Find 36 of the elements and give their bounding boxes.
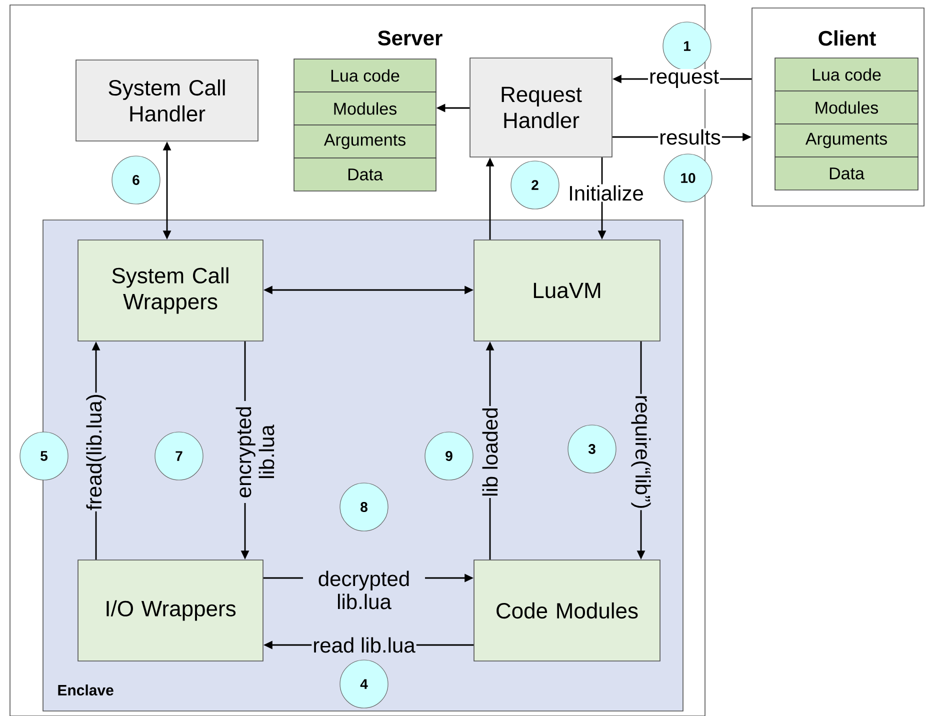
edge-label: Initialize bbox=[567, 184, 645, 202]
table-cell: Lua code bbox=[774, 58, 918, 92]
process-box: LuaVM bbox=[474, 240, 660, 342]
edge-label: request bbox=[648, 69, 720, 89]
step-number: 2 bbox=[510, 160, 560, 210]
table-cell: Data bbox=[774, 156, 918, 190]
table-cell: Modules bbox=[294, 92, 436, 126]
step-number: 8 bbox=[340, 482, 388, 532]
edge-label: require(“lib”) bbox=[630, 394, 652, 510]
table-cell: Modules bbox=[774, 90, 918, 124]
step-number: 4 bbox=[340, 660, 388, 708]
edge-label: lib loaded bbox=[481, 406, 499, 498]
step-number: 5 bbox=[20, 432, 68, 480]
edge-label: fread(lib.lua) bbox=[85, 392, 107, 512]
table-cell: Data bbox=[294, 158, 436, 192]
step-number: 1 bbox=[662, 22, 712, 70]
edge-label: decrypted lib.lua bbox=[303, 570, 425, 610]
step-number: 7 bbox=[154, 432, 204, 480]
table-cell: Lua code bbox=[294, 58, 436, 92]
step-number: 6 bbox=[112, 156, 160, 204]
region-label: Enclave bbox=[58, 684, 114, 696]
process-box: I/O Wrappers bbox=[78, 560, 264, 662]
handler-box: Request Handler bbox=[470, 58, 612, 158]
edge-label: read lib.lua bbox=[312, 636, 416, 654]
process-box: Code Modules bbox=[474, 560, 660, 662]
step-number: 3 bbox=[568, 424, 616, 474]
edge-label: encrypted lib.lua bbox=[234, 401, 276, 503]
frame-title: Server bbox=[378, 30, 442, 46]
process-box: System Call Wrappers bbox=[78, 240, 264, 342]
handler-box: System Call Handler bbox=[76, 60, 258, 142]
step-number: 9 bbox=[424, 432, 474, 480]
table-cell: Arguments bbox=[774, 124, 918, 158]
step-number: 10 bbox=[664, 154, 712, 202]
edge-label: results bbox=[658, 128, 722, 146]
table-cell: Arguments bbox=[294, 124, 436, 158]
frame-title: Client bbox=[818, 30, 876, 46]
